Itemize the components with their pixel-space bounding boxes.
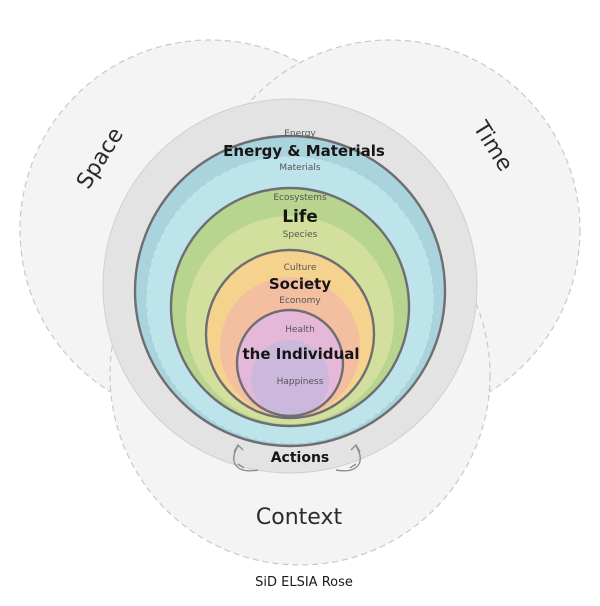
individual-ring-inner (251, 340, 329, 418)
feedback-arrow-left-icon (233, 443, 259, 472)
diagram-caption: SiD ELSIA Rose (255, 575, 353, 590)
life-outer-label: Ecosystems (273, 193, 327, 203)
life-inner-label: Species (283, 230, 318, 240)
individual-title: the Individual (243, 345, 360, 363)
society-inner-label: Economy (279, 296, 321, 306)
individual-outline (235, 308, 345, 418)
individual-inner-label: Happiness (277, 377, 324, 387)
energy-title: Energy & Materials (223, 142, 385, 160)
individual-outer-label: Health (285, 325, 315, 335)
society-title: Society (269, 275, 331, 293)
actions-label: Actions (271, 450, 330, 466)
feedback-arrow-right-icon (335, 443, 361, 472)
energy-outer-label: Energy (284, 129, 316, 139)
life-title: Life (282, 207, 318, 227)
energy-inner-label: Materials (279, 163, 321, 173)
life-outline (169, 186, 411, 428)
society-outer-label: Culture (284, 263, 317, 273)
energy-outline (133, 134, 447, 448)
context-label: Context (256, 505, 343, 530)
society-outline (204, 248, 376, 420)
